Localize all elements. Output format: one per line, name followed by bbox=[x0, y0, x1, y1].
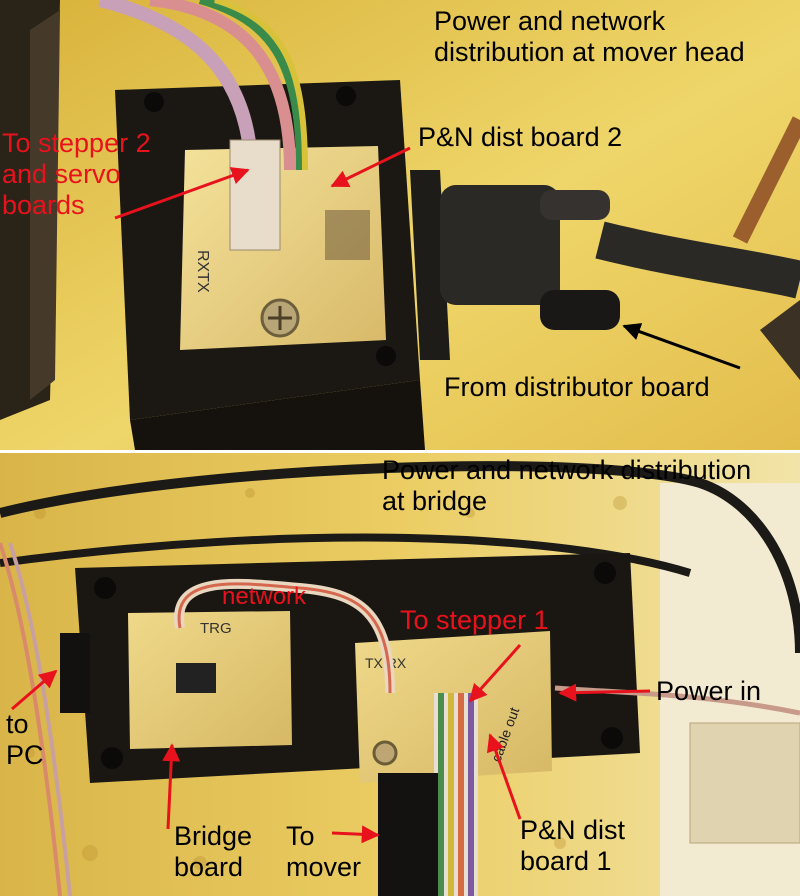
top-photo-panel: RXTX Power and network distribution at m… bbox=[0, 0, 800, 450]
arrow-board1 bbox=[486, 733, 522, 820]
label-to-stepper1: To stepper 1 bbox=[400, 605, 549, 635]
label-to-pc: to PC bbox=[6, 709, 44, 770]
bottom-photo-panel: TRG TX RX cable out Power and ne bbox=[0, 453, 800, 896]
top-photo: RXTX bbox=[0, 0, 800, 450]
arrow-board2 bbox=[330, 146, 411, 188]
label-bridge-board: Bridge board bbox=[174, 821, 253, 882]
pcb-silk-bridge: TRG bbox=[200, 620, 232, 637]
bottom-title: Power and network distribution at bridge bbox=[382, 455, 752, 516]
arrow-bridge-board bbox=[162, 743, 181, 830]
label-to-mover: To mover bbox=[286, 821, 362, 882]
bottom-annotation-arrows bbox=[11, 644, 651, 844]
arrow-to-pc bbox=[11, 669, 58, 711]
label-to-stepper2: To stepper 2 and servo boards bbox=[2, 128, 151, 220]
label-pn-dist-board2: P&N dist board 2 bbox=[418, 122, 623, 152]
arrow-stepper2 bbox=[114, 167, 250, 220]
pcb-silk-top: RXTX bbox=[194, 250, 211, 293]
db9-connector bbox=[440, 185, 560, 305]
arrow-power-in bbox=[558, 683, 651, 702]
arrow-to-mover bbox=[331, 825, 380, 844]
bottom-photo: TRG TX RX cable out bbox=[0, 453, 800, 896]
arrow-distributor bbox=[622, 323, 741, 370]
label-power-in: Power in bbox=[656, 676, 762, 706]
cable-to-mover bbox=[378, 773, 438, 896]
arrow-stepper1 bbox=[468, 644, 522, 703]
label-pn-dist-board1: P&N dist board 1 bbox=[520, 815, 626, 876]
label-from-distributor: From distributor board bbox=[444, 372, 710, 402]
top-title: Power and network distribution at mover … bbox=[434, 6, 745, 67]
top-annotation-arrows bbox=[114, 146, 741, 370]
label-network: network bbox=[222, 583, 307, 610]
